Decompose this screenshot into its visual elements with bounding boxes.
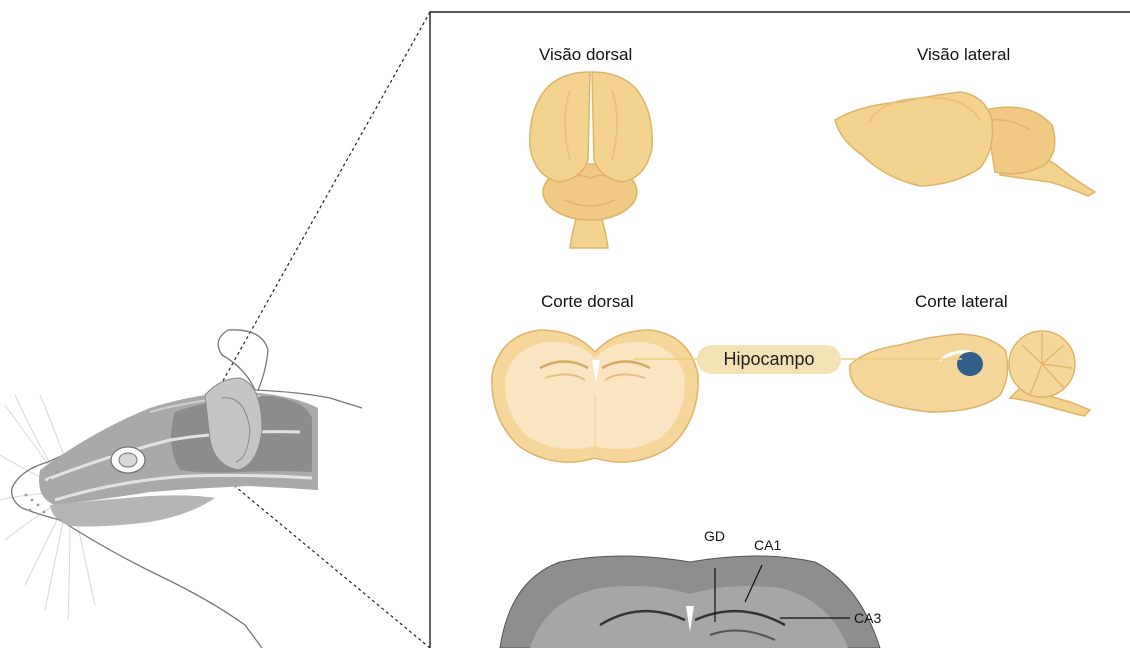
dorsal-view-label: Visão dorsal [539,45,632,65]
zoom-line-bottom [225,478,430,648]
rat-head-illustration [0,330,362,648]
gd-label: GD [704,528,725,544]
brain-gray-coronal-section [500,556,880,648]
brain-dorsal-section [492,330,698,462]
zoom-line-top [215,12,430,395]
lateral-section-label: Corte lateral [915,292,1008,312]
hippocampus-label: Hipocampo [697,345,841,374]
ca1-label: CA1 [754,537,781,553]
dorsal-section-label: Corte dorsal [541,292,634,312]
ca3-label: CA3 [854,610,881,626]
lateral-view-label: Visão lateral [917,45,1010,65]
brain-dorsal-view [530,72,652,248]
brain-lateral-view [835,92,1095,196]
hippocampus-highlight [957,352,983,376]
brain-lateral-section [850,331,1090,416]
